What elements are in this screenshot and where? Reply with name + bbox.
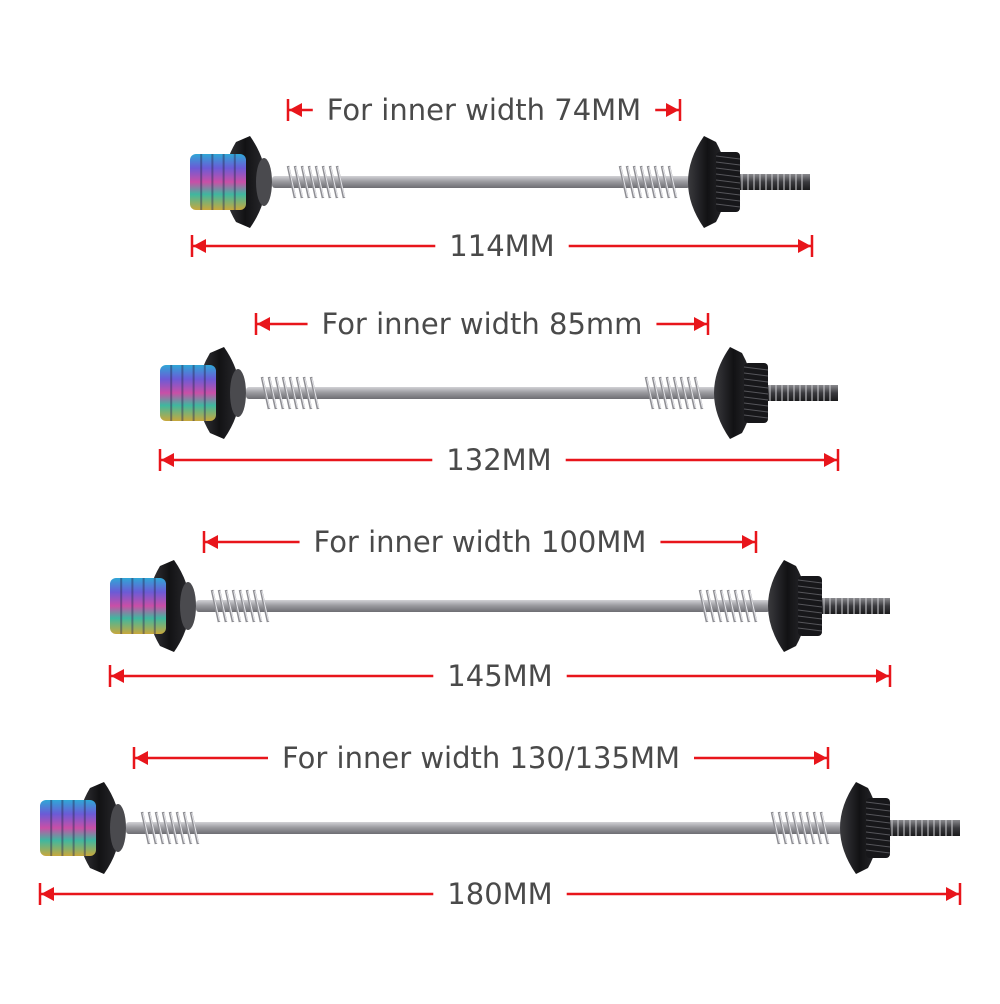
threaded-end-icon [760, 385, 838, 401]
length-dimension-left-arrowhead [161, 453, 174, 467]
inner-width-dimension: For inner width 85mm [254, 307, 710, 341]
right-cone-washer [714, 347, 753, 439]
skewer-rod [246, 387, 716, 399]
inner-dimension-right-arrowhead [742, 535, 755, 549]
length-dimension-left-arrowhead [193, 239, 206, 253]
inner-dimension-left-arrowhead [257, 317, 270, 331]
total-length-dimension: 180MM [38, 877, 962, 911]
rainbow-end-cap [110, 578, 166, 634]
total-length-label: 180MM [447, 877, 552, 911]
total-length-dimension: 114MM [190, 229, 814, 263]
inner-dimension-right-arrowhead [666, 103, 679, 117]
quick-release-skewer-icon [190, 136, 810, 228]
length-dimension-right-arrowhead [946, 887, 959, 901]
threaded-end-icon [882, 820, 960, 836]
skewer-row-4: For inner width 130/135MM 180MM [38, 741, 962, 911]
total-length-dimension: 145MM [108, 659, 892, 693]
total-length-label: 145MM [447, 659, 552, 693]
skewer-rod [272, 176, 690, 188]
inner-dimension-right-arrowhead [814, 751, 827, 765]
total-length-label: 132MM [446, 443, 551, 477]
skewer-rod [196, 600, 770, 612]
right-cone-washer [768, 560, 807, 652]
length-dimension-right-arrowhead [824, 453, 837, 467]
rainbow-end-cap [40, 800, 96, 856]
skewer-row-3: For inner width 100MM 145MM [108, 525, 892, 693]
quick-release-skewer-icon [160, 347, 838, 439]
left-spring-icon [286, 165, 346, 199]
inner-dimension-left-arrowhead [205, 535, 218, 549]
inner-width-dimension: For inner width 130/135MM [132, 741, 830, 775]
inner-width-label: For inner width 85mm [322, 307, 643, 341]
right-spring-icon [698, 589, 758, 623]
left-spring-icon [260, 376, 320, 410]
threaded-end-icon [732, 174, 810, 190]
length-dimension-left-arrowhead [41, 887, 54, 901]
left-spring-icon [140, 811, 200, 845]
inner-width-dimension: For inner width 74MM [286, 93, 682, 127]
inner-width-label: For inner width 100MM [314, 525, 647, 559]
total-length-dimension: 132MM [158, 443, 840, 477]
inner-dimension-right-arrowhead [694, 317, 707, 331]
inner-dimension-left-arrowhead [135, 751, 148, 765]
rainbow-end-cap [190, 154, 246, 210]
length-dimension-right-arrowhead [876, 669, 889, 683]
inner-width-dimension: For inner width 100MM [202, 525, 758, 559]
threaded-end-icon [814, 598, 890, 614]
rainbow-end-cap [160, 365, 216, 421]
skewer-row-2: For inner width 85mm 132MM [158, 307, 840, 477]
length-dimension-left-arrowhead [111, 669, 124, 683]
skewer-row-1: For inner width 74MM 114MM [190, 93, 814, 263]
total-length-label: 114MM [449, 229, 554, 263]
right-spring-icon [770, 811, 830, 845]
right-spring-icon [644, 376, 704, 410]
right-spring-icon [618, 165, 678, 199]
length-dimension-right-arrowhead [798, 239, 811, 253]
inner-width-label: For inner width 74MM [327, 93, 641, 127]
skewer-rod [126, 822, 842, 834]
quick-release-skewer-icon [110, 560, 890, 652]
inner-dimension-left-arrowhead [289, 103, 302, 117]
left-spring-icon [210, 589, 270, 623]
quick-release-skewer-icon [40, 782, 960, 874]
inner-width-label: For inner width 130/135MM [282, 741, 680, 775]
